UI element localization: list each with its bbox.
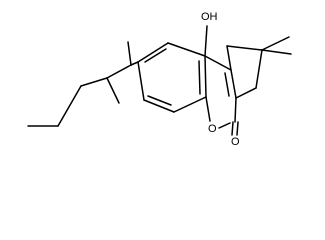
bond-c1prime-cq — [226, 45, 263, 51]
bond-c7-ca — [130, 61, 139, 66]
bond-cb-methyl — [106, 77, 120, 104]
bond-c3prime-c2 — [235, 87, 257, 99]
bond-inner-c4a-c8a — [198, 60, 201, 95]
bond-c4a-ring-o — [205, 96, 211, 122]
bond-c6-c5 — [143, 99, 175, 113]
bond-c4a-c8a — [204, 55, 207, 98]
carbonyl-oxygen-label: O — [231, 136, 240, 145]
bond-cq-methyl-b — [261, 49, 292, 55]
bond-inner-c6-c5 — [147, 95, 172, 106]
bond-inner-c8-c7 — [144, 48, 167, 63]
bond-c7-c6 — [137, 61, 145, 101]
bond-c8a-c1 — [204, 55, 232, 71]
bond-ring-o-c3 — [218, 122, 231, 129]
bond-c1-c2-double — [224, 72, 230, 97]
bond-carbonyl-a — [231, 121, 234, 136]
bond-cq-c3prime — [255, 49, 263, 89]
bond-c2-c3 — [234, 97, 237, 123]
bond-ca-methyl — [127, 41, 132, 66]
chemical-structure-diagram: OH O O — [27, 11, 292, 145]
hydroxyl-label: OH — [201, 11, 218, 23]
bond-c8a-c8 — [167, 42, 206, 57]
bond-cq-methyl-a — [261, 36, 290, 51]
bond-chain-c1-c2 — [57, 85, 82, 127]
bond-c8a-oh — [204, 25, 208, 57]
bond-c8-c7 — [137, 42, 169, 63]
bond-c1-c2 — [230, 69, 237, 99]
bond-c5-c4a — [173, 96, 207, 113]
bond-c1-c1prime — [226, 45, 232, 71]
bond-carbonyl-b — [236, 121, 239, 136]
ring-oxygen-label: O — [208, 123, 217, 135]
bond-ca-cb — [106, 64, 132, 79]
bond-cb-c1 — [80, 77, 108, 87]
bonds — [27, 25, 292, 136]
atom-labels: OH O O — [201, 11, 240, 145]
